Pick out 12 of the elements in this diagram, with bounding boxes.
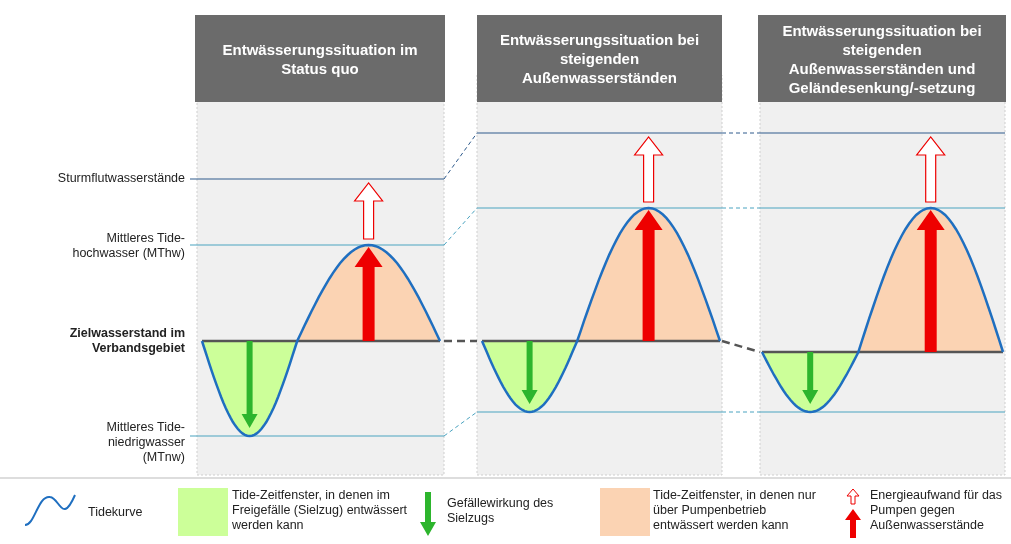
level-label: Zielwasserstand im Verbandsgebiet [68,326,185,356]
legend-text: Gefällewirkung des Sielzugs [447,496,555,526]
legend-text: Tide-Zeitfenster, in denen im Freigefälle (Sielzug) entwässert werden kann [232,488,409,533]
legend-text: Energieaufwand für das Pumpen gegen Außenwasserstände [870,488,1004,533]
panel-header: Entwässerungssituation im Status quo [195,15,445,102]
level-label: Sturmflutwasserstände [56,171,185,186]
level-label: Mittleres Tide-niedrigwasser (MTnw) [105,420,185,465]
panel-header: Entwässerungssituation bei steigenden Außenwasserständen [477,15,722,102]
level-label: Mittleres Tide-hochwasser (MThw) [71,231,185,261]
panel-header: Entwässerungssituation bei steigenden Außenwasserständen und Geländesenkung/-setzung [758,15,1006,102]
legend-text: Tide-Zeitfenster, in denen nur über Pumpenbetrieb entwässert werden kann [653,488,817,533]
legend-text: Tidekurve [88,505,144,520]
